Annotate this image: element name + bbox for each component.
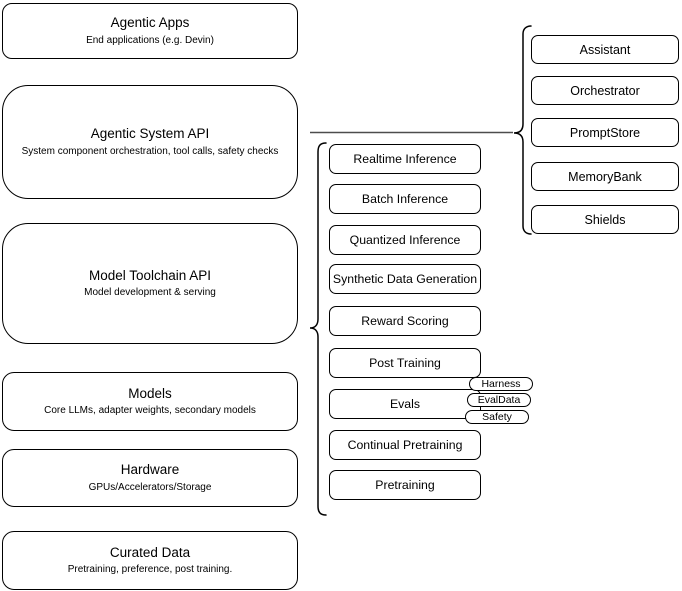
box-hardware: Hardware GPUs/Accelerators/Storage xyxy=(2,449,298,507)
box-continual-pretraining: Continual Pretraining xyxy=(329,430,481,460)
box-memorybank: MemoryBank xyxy=(531,162,679,191)
box-model-toolchain-api: Model Toolchain API Model development & … xyxy=(2,223,298,344)
box-title: Hardware xyxy=(120,462,180,478)
pill-evaldata: EvalData xyxy=(467,393,531,407)
box-evals: Evals xyxy=(329,389,481,419)
box-subtitle: Model development & serving xyxy=(84,287,216,299)
system-components-brace xyxy=(513,25,532,235)
box-title: Models xyxy=(128,385,172,401)
box-subtitle: GPUs/Accelerators/Storage xyxy=(88,481,212,493)
box-quantized-inference: Quantized Inference xyxy=(329,225,481,255)
box-title: Agentic System API xyxy=(90,126,210,142)
box-synthetic-data-generation: Synthetic Data Generation xyxy=(329,264,481,294)
box-pretraining: Pretraining xyxy=(329,470,481,500)
box-agentic-system-api: Agentic System API System component orch… xyxy=(2,85,298,199)
box-title: Curated Data xyxy=(109,544,191,560)
toolchain-apis-brace xyxy=(309,142,327,516)
pill-safety: Safety xyxy=(465,410,529,424)
box-curated-data: Curated Data Pretraining, preference, po… xyxy=(2,531,298,590)
box-orchestrator: Orchestrator xyxy=(531,76,679,105)
box-models: Models Core LLMs, adapter weights, secon… xyxy=(2,372,298,431)
box-batch-inference: Batch Inference xyxy=(329,184,481,214)
box-reward-scoring: Reward Scoring xyxy=(329,306,481,336)
box-post-training: Post Training xyxy=(329,348,481,378)
box-realtime-inference: Realtime Inference xyxy=(329,144,481,174)
pill-harness: Harness xyxy=(469,377,533,391)
box-assistant: Assistant xyxy=(531,35,679,64)
box-title: Model Toolchain API xyxy=(88,267,212,283)
box-subtitle: System component orchestration, tool cal… xyxy=(21,145,279,157)
box-subtitle: Core LLMs, adapter weights, secondary mo… xyxy=(44,405,256,417)
box-agentic-apps: Agentic Apps End applications (e.g. Devi… xyxy=(2,3,298,59)
box-subtitle: Pretraining, preference, post training. xyxy=(67,564,233,576)
box-shields: Shields xyxy=(531,205,679,234)
box-promptstore: PromptStore xyxy=(531,118,679,147)
box-subtitle: End applications (e.g. Devin) xyxy=(86,34,214,46)
box-title: Agentic Apps xyxy=(110,15,190,31)
